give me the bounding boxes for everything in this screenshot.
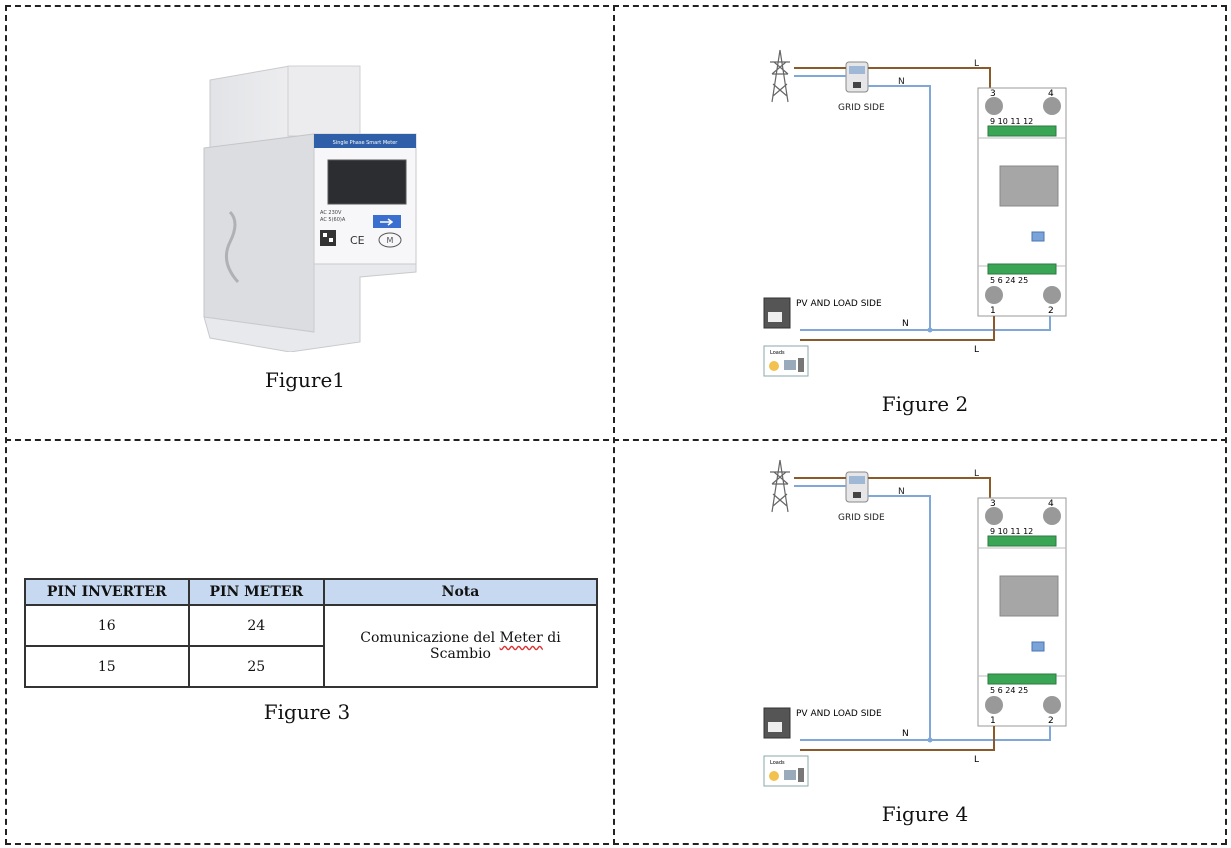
line-label-bottom: L <box>974 755 979 765</box>
figure-4-caption: Figure 4 <box>881 802 969 826</box>
din-meter: 3 4 9 10 11 12 5 6 24 25 1 2 <box>977 497 1067 727</box>
terminal-2: 2 <box>1048 716 1054 726</box>
din-meter: 3 4 9 10 11 12 5 6 24 25 1 2 <box>977 87 1067 317</box>
line-label-top: L <box>974 469 979 479</box>
figure-2-caption: Figure 2 <box>881 392 969 416</box>
figure-1-caption: Figure1 <box>264 368 346 392</box>
grid-side-label: GRID SIDE <box>838 103 885 113</box>
terminal-1: 1 <box>990 716 996 726</box>
line-label-bottom: L <box>974 345 979 355</box>
loads-label: Loads <box>770 350 785 356</box>
pv-load-side-label: PV AND LOAD SIDE <box>796 709 882 719</box>
pin-meter-cell: 25 <box>187 645 326 688</box>
inverter-icon <box>763 707 791 739</box>
pin-note-line-1: Comunicazione del Meter di <box>325 630 596 646</box>
pin-inverter-cell: 16 <box>24 604 190 647</box>
loads-icon: Loads <box>763 755 809 787</box>
neutral-label-bottom: N <box>902 319 909 329</box>
wiring-diagram-figure-4: GRID SIDE L N 3 4 9 10 11 12 5 6 24 25 1… <box>763 459 1067 787</box>
neutral-label-top: N <box>898 77 905 87</box>
inverter-icon <box>763 297 791 329</box>
pin-note-line-2: Scambio <box>430 646 491 662</box>
table-row: 16 24 Comunicazione del Meter di Scambio <box>24 604 598 688</box>
device-rating-current: AC 5(60)A <box>320 217 346 223</box>
loads-label: Loads <box>770 760 785 766</box>
pin-table: PIN INVERTER PIN METER Nota 16 24 Comuni… <box>24 578 598 688</box>
pin-table-header-note: Nota <box>323 578 598 606</box>
pin-table-header-row: PIN INVERTER PIN METER Nota <box>24 578 598 606</box>
device-header-text: Single Phase Smart Meter <box>333 140 399 146</box>
note-text-c: di <box>542 630 561 646</box>
figure-grid <box>5 5 1227 845</box>
figure-3-caption: Figure 3 <box>263 700 351 724</box>
grid-meter-icon <box>845 61 869 93</box>
top-pin-labels: 9 10 11 12 <box>990 117 1033 126</box>
neutral-label-top: N <box>898 487 905 497</box>
note-text-a: Comunicazione del <box>360 630 500 646</box>
table-row: 15 25 <box>24 645 597 688</box>
terminal-3: 3 <box>990 89 996 99</box>
terminal-4: 4 <box>1048 89 1054 99</box>
terminal-4: 4 <box>1048 499 1054 509</box>
pin-note-cell: Comunicazione del Meter di Scambio <box>323 604 598 688</box>
ce-mark: CE <box>350 234 365 247</box>
pin-table-header-meter: PIN METER <box>187 578 326 606</box>
top-pin-labels: 9 10 11 12 <box>990 527 1033 536</box>
bottom-pin-labels: 5 6 24 25 <box>990 276 1028 285</box>
grid-horizontal-divider <box>5 439 1227 441</box>
loads-icon: Loads <box>763 345 809 377</box>
grid-side-label: GRID SIDE <box>838 513 885 523</box>
terminal-3: 3 <box>990 499 996 509</box>
bottom-pin-labels: 5 6 24 25 <box>990 686 1028 695</box>
pin-table-header-inverter: PIN INVERTER <box>24 578 190 606</box>
device-rating-voltage: AC 230V <box>320 210 342 216</box>
terminal-2: 2 <box>1048 306 1054 316</box>
pv-load-side-label: PV AND LOAD SIDE <box>796 299 882 309</box>
mid-mark: M <box>387 236 394 245</box>
smart-meter-photo: Single Phase Smart Meter AC 230V AC 5(60… <box>203 65 417 352</box>
pin-meter-cell: 24 <box>187 604 326 647</box>
note-text-meter: Meter <box>499 630 543 646</box>
power-pylon-icon <box>770 459 790 513</box>
pin-inverter-cell: 15 <box>24 645 190 688</box>
terminal-1: 1 <box>990 306 996 316</box>
wiring-diagram-figure-2: GRID SIDE L N 3 4 9 10 11 12 5 6 24 25 1… <box>763 49 1067 377</box>
power-pylon-icon <box>770 49 790 103</box>
grid-meter-icon <box>845 471 869 503</box>
line-label-top: L <box>974 59 979 69</box>
grid-vertical-divider <box>613 5 615 845</box>
neutral-label-bottom: N <box>902 729 909 739</box>
